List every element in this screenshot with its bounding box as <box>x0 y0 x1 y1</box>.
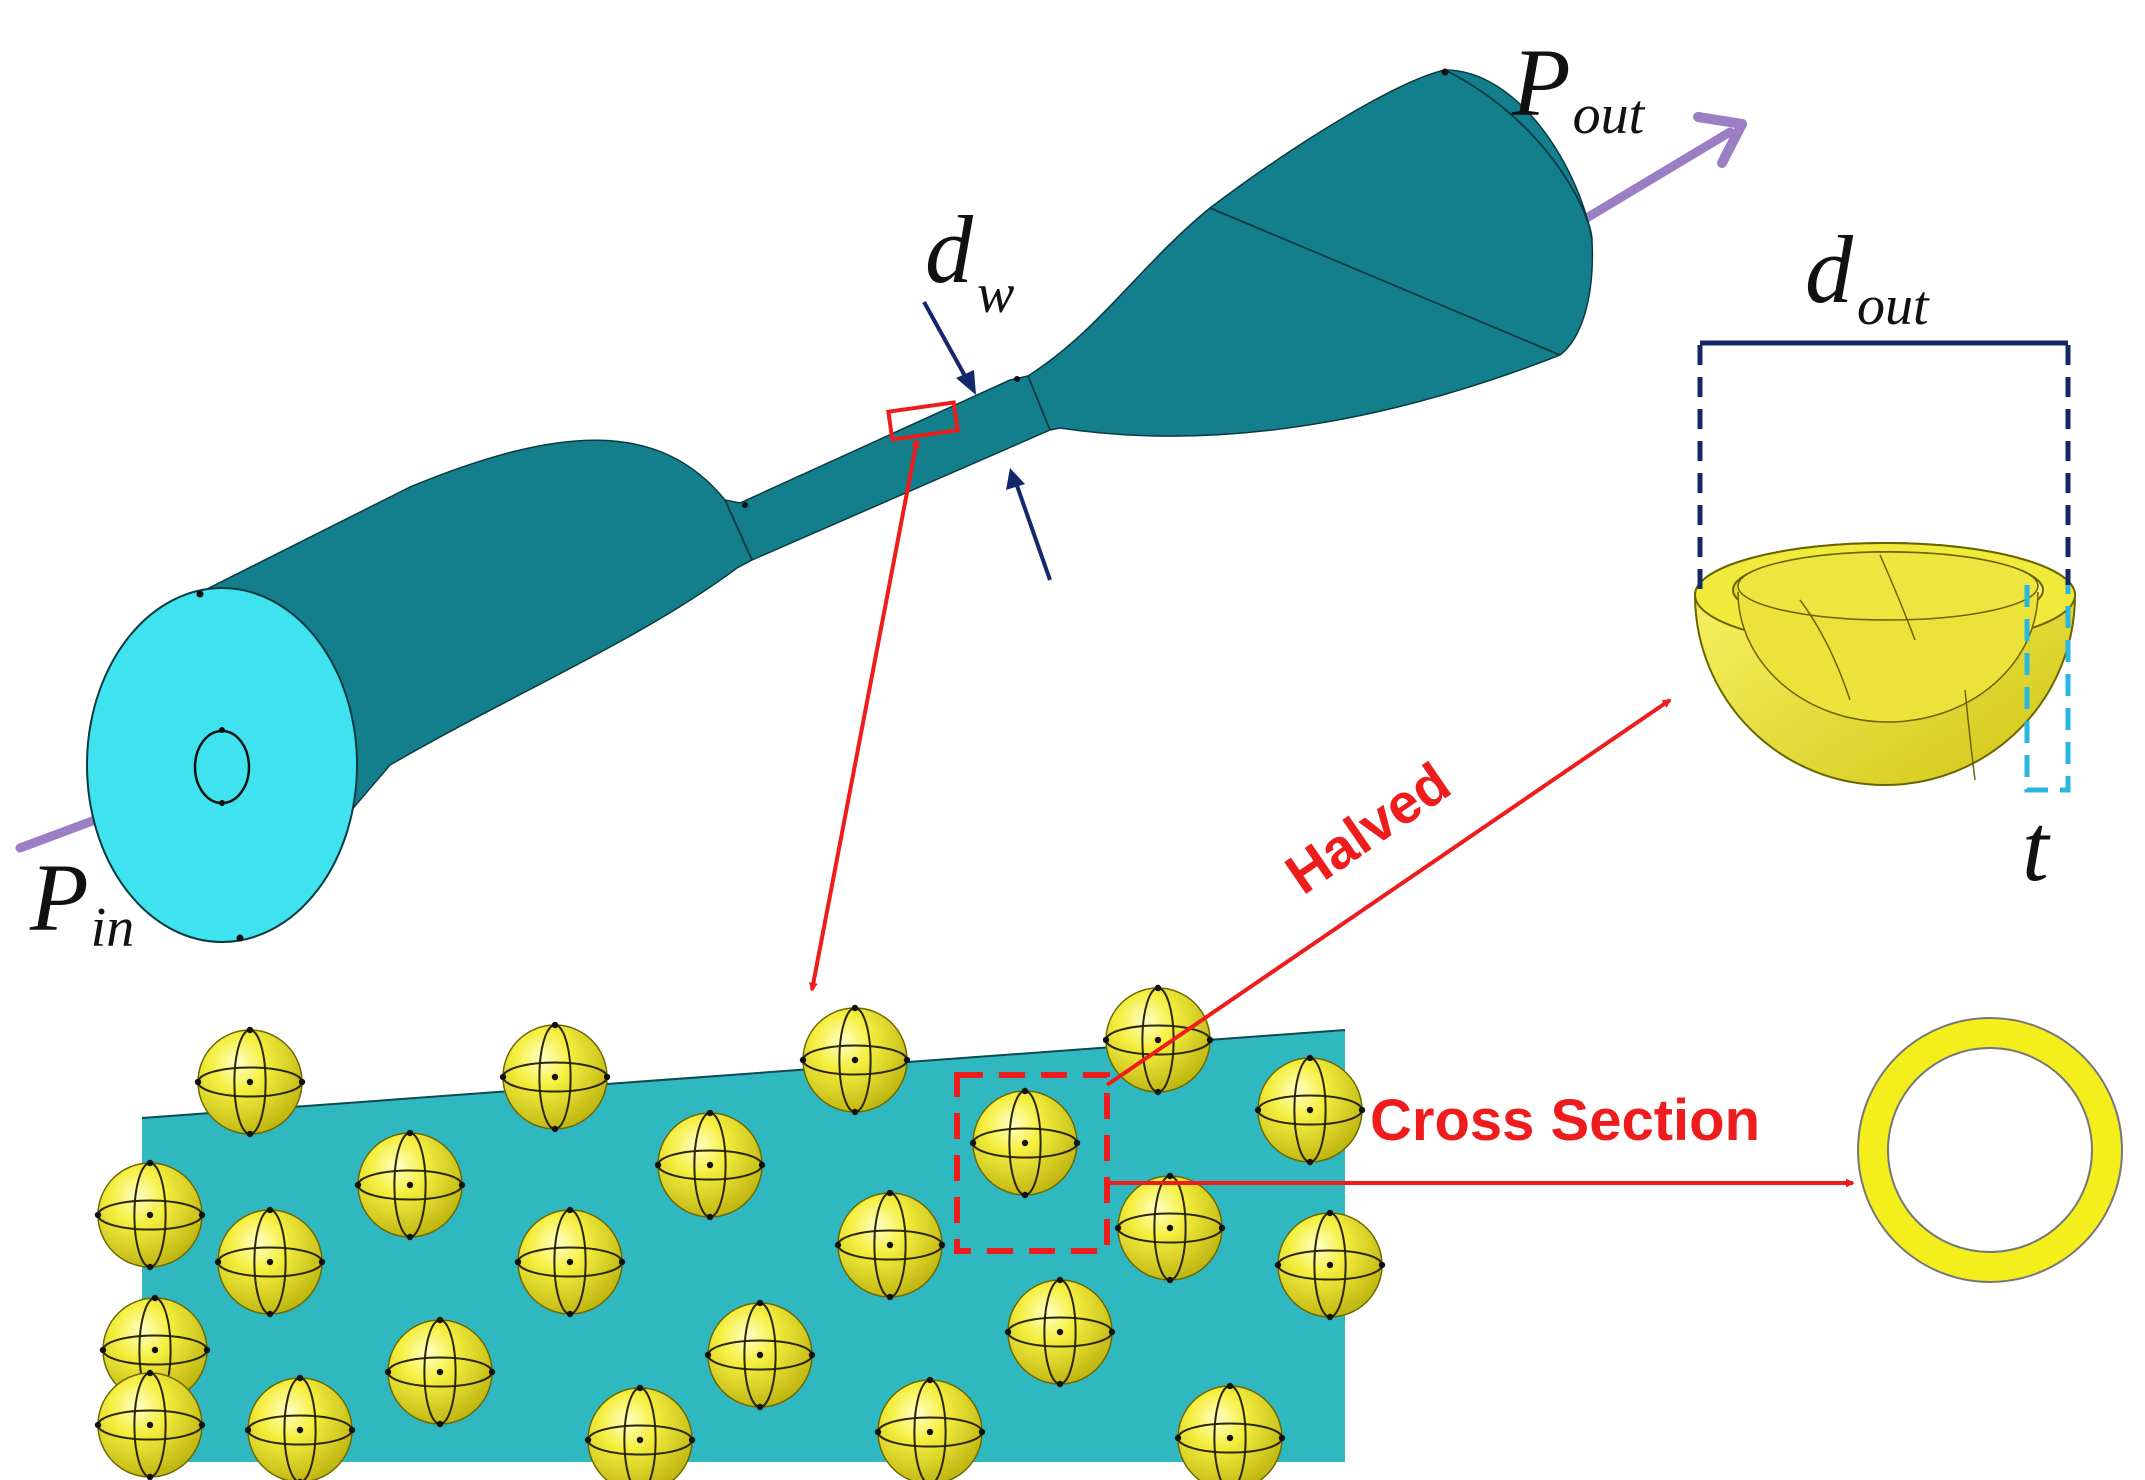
svg-text:Pin: Pin <box>29 844 134 959</box>
d-w-sub: w <box>977 263 1014 325</box>
fiber-body <box>194 69 1594 937</box>
output-arrow-icon <box>1575 112 1747 227</box>
gold-nanoshell <box>194 1026 306 1138</box>
p-in-sub: in <box>91 897 135 959</box>
gold-nanoshell <box>514 1206 626 1318</box>
gold-nanoshell <box>214 1206 326 1318</box>
fiber-core <box>193 729 251 805</box>
gold-nanoshell <box>704 1299 816 1411</box>
label-p-out: Pout <box>1511 29 1646 146</box>
gold-nanoshell <box>799 1004 911 1116</box>
gold-nanoshell <box>834 1189 946 1301</box>
d-w-main: d <box>925 196 974 303</box>
label-d-out: dout <box>1805 216 1930 337</box>
label-p-in: Pin <box>29 844 134 959</box>
waist-zoom-box <box>886 400 960 442</box>
label-halved: Halved <box>1274 750 1461 906</box>
svg-text:dw: dw <box>925 196 1014 325</box>
gold-nanoshell <box>354 1129 466 1241</box>
p-out-main: P <box>1511 29 1571 136</box>
gold-nanoshell <box>584 1384 696 1480</box>
p-out-sub: out <box>1573 84 1646 146</box>
thickness-dimension <box>2024 585 2071 793</box>
label-t: t <box>2022 794 2051 901</box>
gold-nanoshell <box>244 1374 356 1480</box>
zoom-arrow <box>808 438 921 992</box>
gold-nanoshell <box>499 1021 611 1133</box>
waist-surface-closeup <box>94 984 1386 1480</box>
tapered-fiber <box>15 68 1747 943</box>
gold-nanoshell <box>384 1316 496 1428</box>
gold-nanoshell <box>1254 1054 1366 1166</box>
svg-text:Pout: Pout <box>1511 29 1646 146</box>
gold-nanoshell <box>969 1087 1081 1199</box>
svg-text:dout: dout <box>1805 216 1930 337</box>
gold-nanoshell <box>1004 1276 1116 1388</box>
gold-nanoshell <box>1274 1209 1386 1321</box>
gold-nanoshell <box>99 1294 211 1406</box>
gold-nanoshell <box>1174 1382 1286 1480</box>
label-d-w: dw <box>925 196 1014 325</box>
d-out-main: d <box>1805 216 1854 323</box>
nanoshell-array <box>94 984 1386 1480</box>
fiber-edges <box>724 69 1593 561</box>
gold-nanoshell <box>94 1159 206 1271</box>
vertex-dots <box>196 68 1449 942</box>
halved-arrow <box>1105 698 1672 1087</box>
gold-nanoshell <box>1114 1172 1226 1284</box>
hemispherical-shell-icon <box>1693 542 2077 786</box>
selected-nanoshell-box <box>954 1072 1110 1254</box>
ring-cross-section-icon <box>1857 1017 2123 1283</box>
waist-diameter-arrows <box>922 301 1052 581</box>
gold-nanoshell <box>94 1369 206 1480</box>
label-cross-section: Cross Section <box>1370 1088 1760 1153</box>
gold-nanoshell <box>874 1376 986 1480</box>
outer-diameter-dimension <box>1697 340 2071 595</box>
p-in-main: P <box>29 844 89 951</box>
d-out-sub: out <box>1857 275 1930 337</box>
gold-nanoshell <box>654 1109 766 1221</box>
